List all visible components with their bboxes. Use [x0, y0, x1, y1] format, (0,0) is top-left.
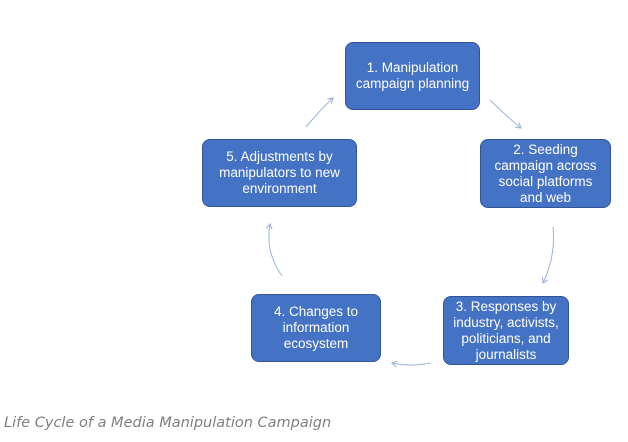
arrow-1-to-2: [489, 99, 522, 129]
figure-caption: Life Cycle of a Media Manipulation Campa…: [4, 415, 332, 431]
node-seeding-campaign: 2. Seeding campaign across social platfo…: [480, 139, 611, 208]
arrow-5-to-1: [305, 97, 334, 128]
node-label: 2. Seeding campaign across social platfo…: [494, 141, 597, 205]
node-campaign-planning: 1. Manipulation campaign planning: [345, 42, 480, 110]
node-adjustments: 5. Adjustments by manipulators to new en…: [202, 139, 357, 207]
arrow-2-to-3: [541, 226, 554, 284]
node-label: 5. Adjustments by manipulators to new en…: [219, 149, 340, 196]
node-label: 1. Manipulation campaign planning: [355, 60, 470, 91]
node-label: 3. Responses by industry, activists, pol…: [453, 298, 559, 362]
node-label: 4. Changes to information ecosystem: [273, 304, 359, 351]
node-responses: 3. Responses by industry, activists, pol…: [443, 296, 569, 365]
node-ecosystem-changes: 4. Changes to information ecosystem: [251, 294, 381, 362]
arrow-4-to-5: [265, 222, 283, 277]
arrow-3-to-4: [390, 360, 432, 368]
